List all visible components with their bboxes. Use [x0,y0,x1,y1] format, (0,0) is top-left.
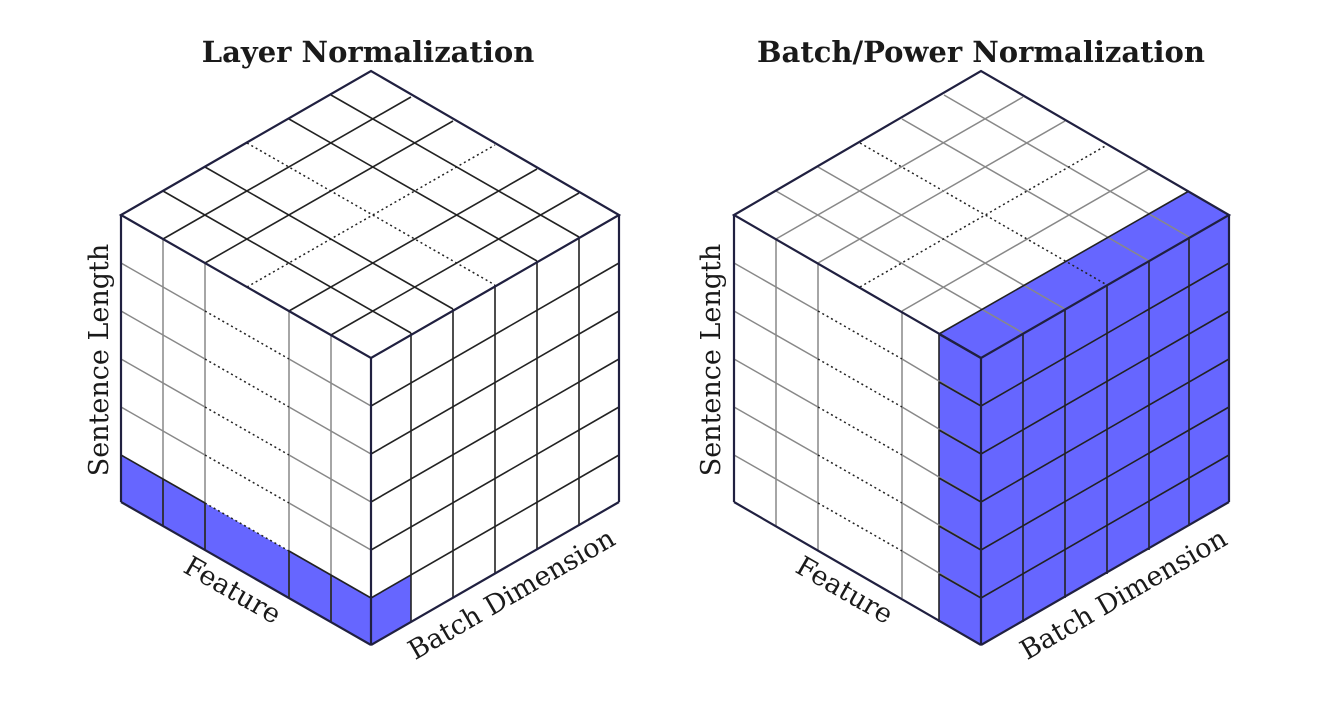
highlight-top-strip [939,191,1229,358]
panel-layer-normalization: Layer Normalization [84,35,622,666]
axis-label-feature-right: Feature [790,551,898,631]
left-face-left [120,239,372,645]
cube-outline-right [731,69,1232,646]
panel-title-layer-norm: Layer Normalization [202,35,535,69]
right-face-left [370,214,620,645]
panel-batch-power-normalization: Batch/Power Normalization [696,35,1233,666]
highlight-bottom-row [121,455,371,645]
top-face-left [162,94,580,336]
axis-label-batch-left: Batch Dimension [403,523,621,666]
axis-label-sentence-length-right: Sentence Length [696,244,727,477]
panel-title-batch-power-norm: Batch/Power Normalization [757,35,1205,69]
axis-label-sentence-length-left: Sentence Length [84,244,115,477]
cube-outline-left [118,69,622,646]
top-face-right [775,94,1229,358]
